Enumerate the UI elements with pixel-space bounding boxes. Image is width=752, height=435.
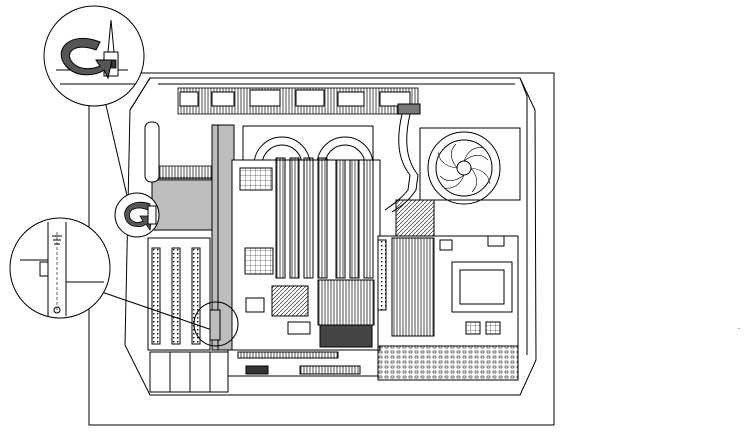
cpu-board: [377, 199, 519, 347]
thumbscrew-detail-icon: [43, 5, 145, 201]
rotate-arrow-icon: [60, 37, 113, 80]
rear-connectors: [177, 87, 421, 115]
screw-location-marker: [193, 301, 239, 347]
rotate-arrow-small-icon: [114, 192, 160, 238]
chassis: [124, 77, 537, 396]
expansion-slots: [147, 237, 211, 351]
stray-mark: .: [738, 322, 741, 331]
retainer-screw-detail-icon: [9, 217, 213, 331]
ribbon-cable: [384, 113, 411, 211]
cooling-fan-icon: [419, 127, 521, 205]
front-panel-vents: [149, 345, 519, 393]
memory-modules: [275, 157, 374, 279]
